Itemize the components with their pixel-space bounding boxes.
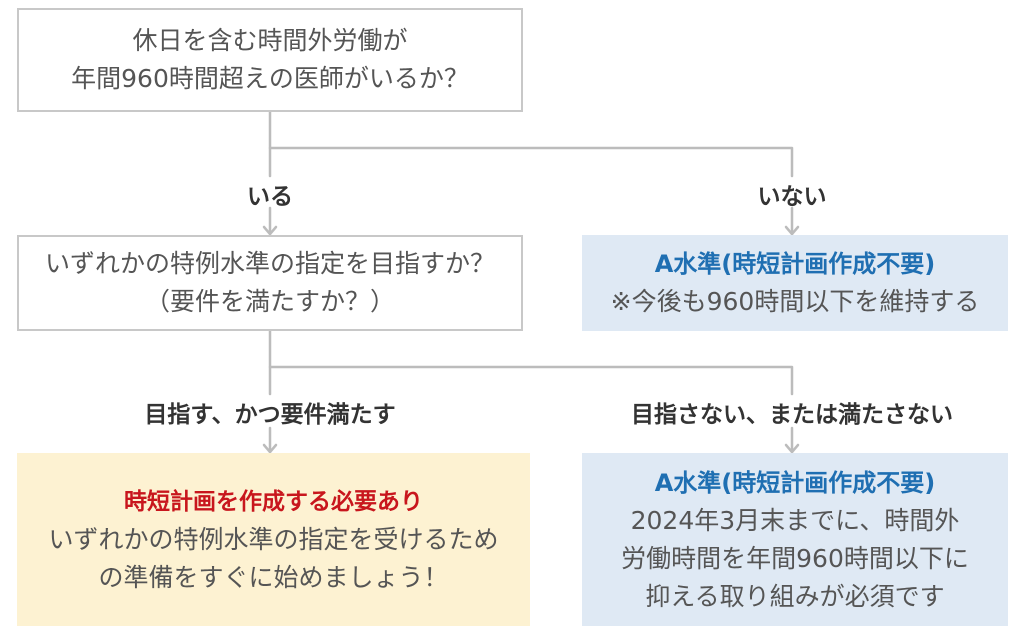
result-a-level-1-note: ※今後も960時間以下を維持する (610, 287, 980, 316)
result-a-level-1-title: A水準(時短計画作成不要) (654, 250, 936, 278)
branch-1-no-label: いない (757, 184, 827, 210)
result-a-level-2-line-1: 2024年3月末までに、時間外 (630, 505, 960, 535)
arrowhead (262, 225, 278, 236)
result-special-box: 時短計画を作成する必要あり いずれかの特例水準の指定を受けるため の準備をすぐに… (17, 453, 530, 626)
connector-q1-right (268, 146, 794, 178)
branch-2-no-label: 目指さない、または満たさない (631, 402, 953, 428)
question-1-line-1: 休日を含む時間外労働が (132, 26, 408, 55)
result-a-level-2-line-2: 労働時間を年間960時間以下に (621, 543, 969, 573)
result-a-level-box-1: A水準(時短計画作成不要) ※今後も960時間以下を維持する (582, 235, 1008, 331)
question-2-box: いずれかの特例水準の指定を目指すか？ （要件を満たすか？） (17, 235, 523, 331)
branch-1-yes-label: いる (247, 184, 293, 210)
result-a-level-2-title: A水準(時短計画作成不要) (654, 468, 936, 497)
question-1-box: 休日を含む時間外労働が 年間960時間超えの医師がいるか？ (17, 8, 523, 112)
question-1-line-2: 年間960時間超えの医師がいるか？ (71, 64, 469, 93)
question-2-line-2: （要件を満たすか？） (144, 287, 395, 316)
result-special-line-1: いずれかの特例水準の指定を受けるため (48, 524, 499, 554)
result-special-title: 時短計画を作成する必要あり (124, 488, 423, 515)
arrowhead (784, 443, 800, 454)
result-a-level-2-line-3: 抑える取り組みが必須です (645, 581, 945, 611)
arrowhead (262, 443, 278, 454)
connector-q2-right (268, 365, 794, 396)
branch-2-yes-label: 目指す、かつ要件満たす (144, 402, 396, 428)
result-a-level-box-2: A水準(時短計画作成不要) 2024年3月末までに、時間外 労働時間を年間960… (582, 453, 1008, 626)
result-special-line-2: の準備をすぐに始めましょう！ (98, 562, 449, 592)
arrowhead (784, 225, 800, 236)
question-2-line-1: いずれかの特例水準の指定を目指すか？ (44, 249, 495, 278)
